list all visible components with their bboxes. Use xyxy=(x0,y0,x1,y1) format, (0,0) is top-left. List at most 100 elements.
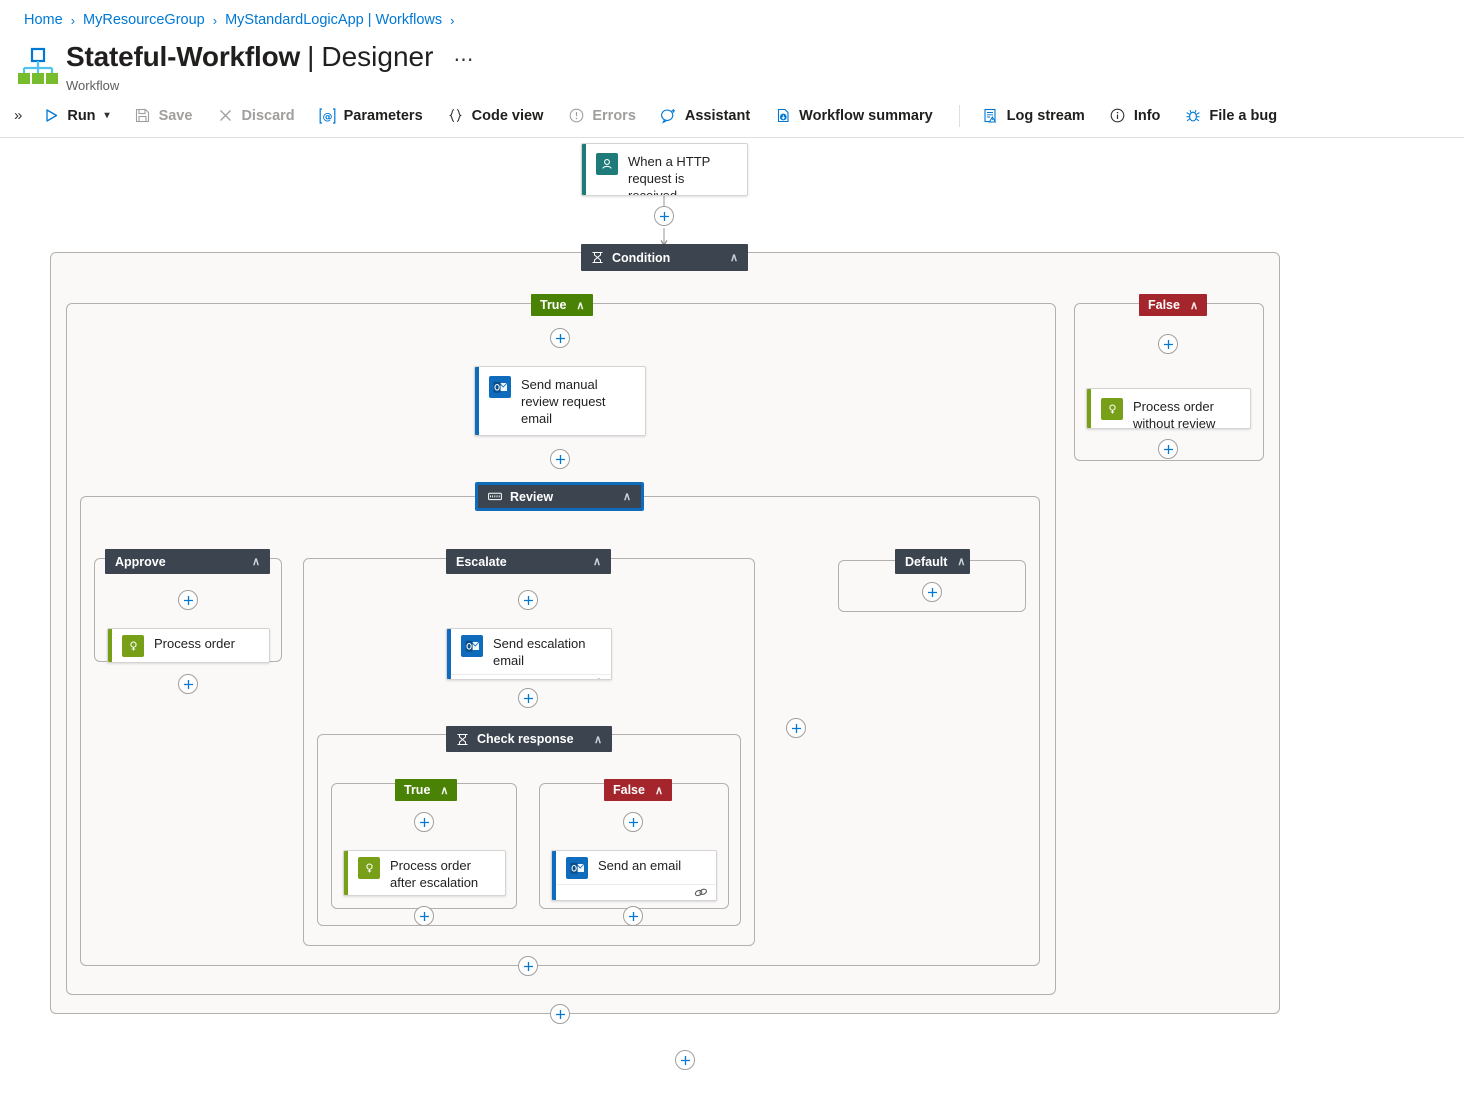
node-label: Send escalation email xyxy=(493,636,586,668)
errors-button[interactable]: Errors xyxy=(557,101,646,131)
at-icon: @ xyxy=(319,107,337,125)
add-action-button[interactable] xyxy=(518,590,538,610)
command-bar: » Run ▾ Save Discard @ Parame xyxy=(0,94,1464,138)
outlook-icon xyxy=(489,376,511,398)
file-a-bug-button[interactable]: File a bug xyxy=(1174,101,1287,131)
chevron-up-icon[interactable]: ∧ xyxy=(440,784,449,797)
node-footer xyxy=(447,674,611,679)
add-case-button[interactable] xyxy=(786,718,806,738)
node-process-order-after-escalation[interactable]: Process order after escalation xyxy=(343,850,506,896)
logstream-icon xyxy=(982,107,1000,125)
page-title-suffix: Designer xyxy=(321,41,434,72)
workflow-icon xyxy=(16,40,60,84)
scope-header-review[interactable]: Review ∧ xyxy=(475,482,644,511)
add-action-button[interactable] xyxy=(1158,334,1178,354)
code-view-button[interactable]: Code view xyxy=(437,101,554,131)
breadcrumb-separator-icon: › xyxy=(450,12,455,28)
node-accent-bar xyxy=(447,629,451,679)
assistant-button[interactable]: Assistant xyxy=(650,101,760,131)
branch-badge-true-top[interactable]: True ∧ xyxy=(531,294,594,316)
add-action-button[interactable] xyxy=(922,582,942,602)
node-process-order-without-review[interactable]: Process order without review xyxy=(1086,388,1251,429)
scope-header-label: Escalate xyxy=(456,554,507,569)
add-action-button[interactable] xyxy=(178,674,198,694)
parameters-label: Parameters xyxy=(343,107,423,124)
breadcrumb: Home › MyResourceGroup › MyStandardLogic… xyxy=(0,0,1464,32)
breadcrumb-item-resource-group[interactable]: MyResourceGroup xyxy=(83,12,205,28)
branch-label: False xyxy=(1148,298,1180,312)
add-action-button[interactable] xyxy=(550,1004,570,1024)
add-action-button[interactable] xyxy=(1158,439,1178,459)
node-send-manual-review-request-email[interactable]: Send manual review request email xyxy=(474,366,646,436)
branch-badge-false-top[interactable]: False ∧ xyxy=(1139,294,1208,316)
save-button[interactable]: Save xyxy=(124,101,203,131)
add-action-button[interactable] xyxy=(623,906,643,926)
log-stream-button[interactable]: Log stream xyxy=(972,101,1095,131)
node-process-order[interactable]: Process order xyxy=(107,628,270,663)
toolbar-divider xyxy=(958,104,960,127)
workflow-designer-canvas[interactable]: When a HTTP request is received Conditio… xyxy=(0,138,1464,1091)
scope-header-check-response[interactable]: Check response ∧ xyxy=(446,726,612,752)
discard-button[interactable]: Discard xyxy=(206,101,304,131)
node-send-an-email[interactable]: Send an email xyxy=(551,850,717,901)
link-icon[interactable] xyxy=(589,675,603,679)
chevron-up-icon[interactable]: ∧ xyxy=(251,556,260,568)
add-action-button[interactable] xyxy=(623,812,643,832)
breadcrumb-item-home[interactable]: Home xyxy=(24,12,63,28)
add-action-button[interactable] xyxy=(654,206,674,226)
breadcrumb-item-logic-app[interactable]: MyStandardLogicApp | Workflows xyxy=(225,12,443,28)
page-header: Stateful-Workflow | Designer ⋯ Workflow xyxy=(0,32,1464,94)
chevron-up-icon[interactable]: ∧ xyxy=(729,252,738,264)
node-accent-bar xyxy=(475,367,479,435)
expand-chevrons-icon[interactable]: » xyxy=(14,107,23,124)
chevron-up-icon[interactable]: ∧ xyxy=(593,733,602,746)
node-send-escalation-email[interactable]: Send escalation email xyxy=(446,628,612,680)
add-action-button[interactable] xyxy=(414,812,434,832)
branch-badge-true-inner[interactable]: True ∧ xyxy=(395,779,458,801)
chevron-up-icon[interactable]: ∧ xyxy=(576,299,585,312)
add-action-button[interactable] xyxy=(550,449,570,469)
scope-header-case-escalate[interactable]: Escalate ∧ xyxy=(446,549,611,574)
chevron-down-icon[interactable]: ▾ xyxy=(104,110,110,121)
node-accent-bar xyxy=(108,629,112,662)
branch-badge-false-inner[interactable]: False ∧ xyxy=(604,779,673,801)
add-action-button[interactable] xyxy=(550,328,570,348)
scope-header-condition[interactable]: Condition ∧ xyxy=(581,244,748,271)
workflow-summary-button[interactable]: Workflow summary xyxy=(764,101,943,131)
chevron-up-icon[interactable]: ∧ xyxy=(957,556,966,568)
add-action-button[interactable] xyxy=(518,688,538,708)
info-button[interactable]: Info xyxy=(1099,101,1171,131)
chevron-up-icon[interactable]: ∧ xyxy=(592,556,601,568)
code-view-label: Code view xyxy=(471,107,544,124)
log-stream-label: Log stream xyxy=(1006,107,1085,124)
node-label: Send manual review request email xyxy=(521,377,606,426)
branch-label: True xyxy=(404,783,431,797)
chevron-up-icon[interactable]: ∧ xyxy=(1189,299,1199,312)
node-when-http-request-received[interactable]: When a HTTP request is received xyxy=(581,143,748,196)
link-icon[interactable] xyxy=(694,885,708,900)
node-accent-bar xyxy=(344,851,348,895)
node-label: Process order without review xyxy=(1133,399,1216,429)
close-icon xyxy=(216,107,234,125)
condition-icon xyxy=(456,733,469,746)
more-options-button[interactable]: ⋯ xyxy=(453,49,475,71)
discard-label: Discard xyxy=(241,107,295,124)
add-action-button[interactable] xyxy=(414,906,434,926)
scope-header-case-approve[interactable]: Approve ∧ xyxy=(105,549,270,574)
add-action-button[interactable] xyxy=(675,1050,695,1070)
bug-icon xyxy=(1184,107,1202,125)
branch-label: True xyxy=(540,298,567,312)
control-icon xyxy=(1101,398,1123,420)
scope-header-case-default[interactable]: Default ∧ xyxy=(895,549,970,574)
parameters-button[interactable]: @ Parameters xyxy=(309,101,433,131)
control-icon xyxy=(358,857,380,879)
add-action-button[interactable] xyxy=(178,590,198,610)
run-button[interactable]: Run ▾ xyxy=(32,101,119,131)
node-footer xyxy=(552,884,716,900)
node-label: Send an email xyxy=(598,858,682,873)
chevron-up-icon[interactable]: ∧ xyxy=(622,491,631,503)
add-action-button[interactable] xyxy=(518,956,538,976)
scope-header-label: Review xyxy=(510,489,554,504)
title-separator: | xyxy=(307,41,315,72)
chevron-up-icon[interactable]: ∧ xyxy=(654,784,664,797)
